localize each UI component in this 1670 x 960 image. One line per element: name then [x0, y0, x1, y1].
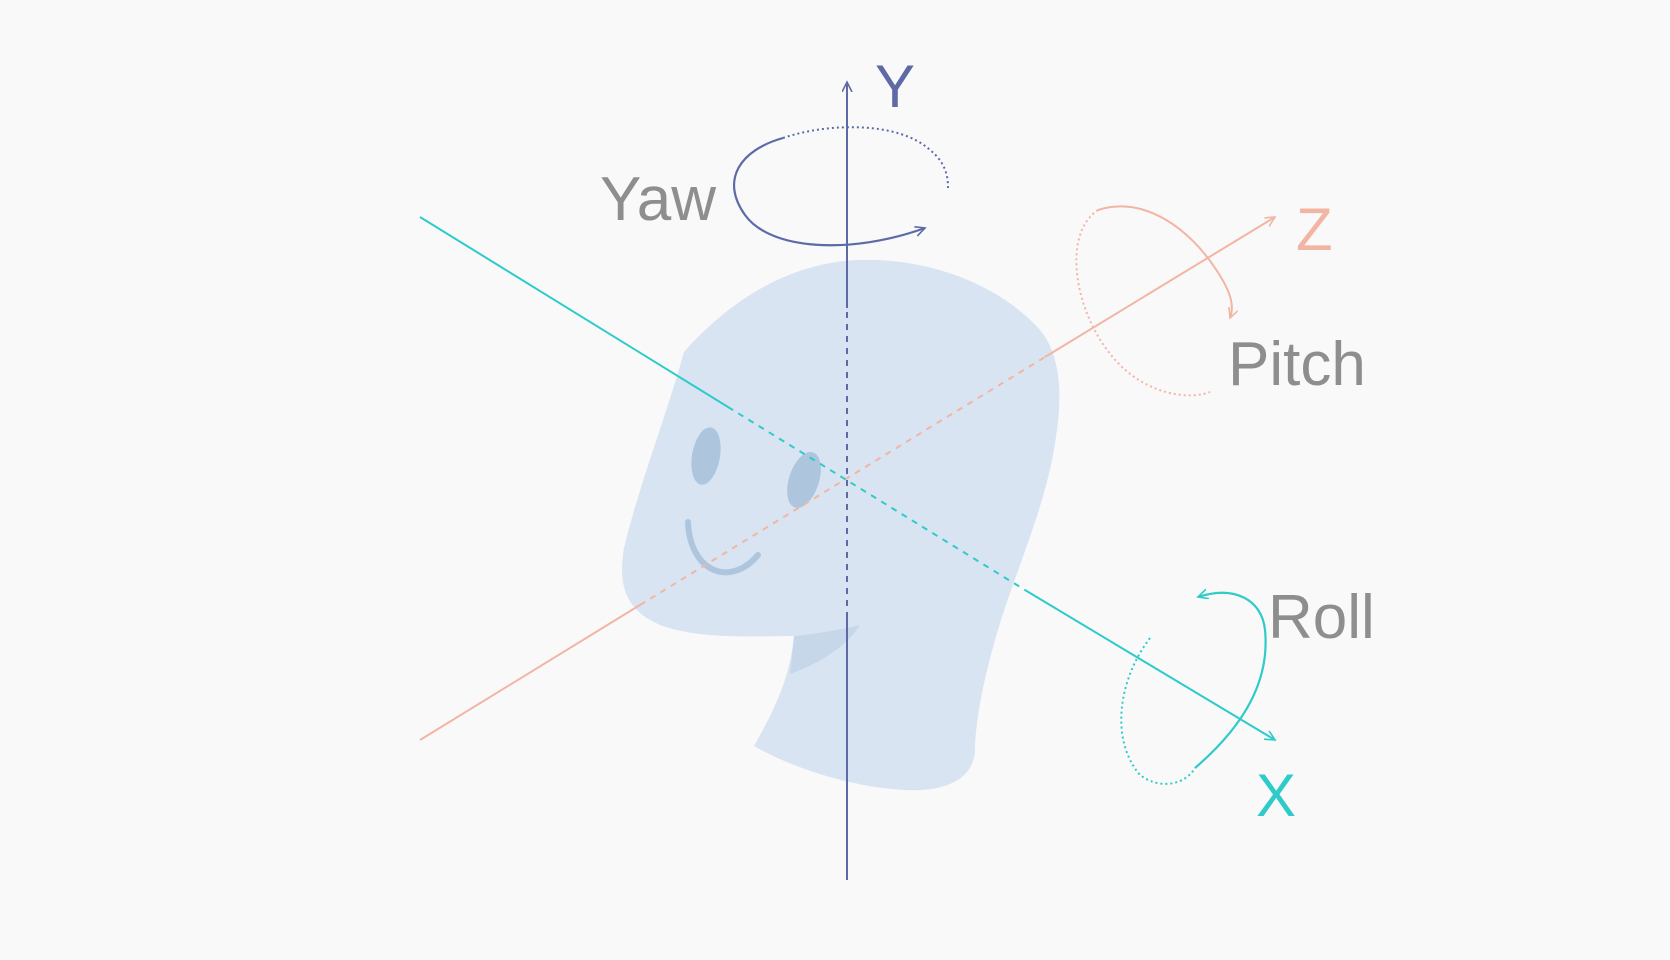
roll-label: Roll	[1268, 583, 1375, 652]
x-axis-front-line	[1024, 589, 1275, 740]
left-eye	[691, 427, 721, 485]
z-axis-back-line	[419, 604, 641, 741]
x-axis-hidden-line	[727, 406, 1026, 591]
yaw-rotation-arrow	[733, 126, 949, 247]
yaw-arrow-dotted	[782, 126, 949, 189]
pitch-arrow-solid	[1097, 205, 1232, 318]
z-axis	[419, 217, 1275, 741]
y-axis-label: Y	[875, 53, 915, 120]
mouth-curve	[685, 519, 761, 576]
x-axis-back-line	[419, 216, 729, 408]
pitch-rotation-arrow	[1075, 205, 1232, 397]
z-axis-front-line	[1044, 217, 1275, 358]
right-eye	[787, 452, 821, 508]
yaw-label: Yaw	[600, 165, 716, 234]
roll-rotation-arrow	[1120, 593, 1267, 785]
head-silhouette	[622, 259, 1060, 791]
roll-arrow-solid	[1194, 593, 1267, 769]
z-axis-label: Z	[1296, 196, 1333, 263]
pitch-label: Pitch	[1228, 330, 1366, 399]
yaw-arrow-solid	[733, 136, 925, 247]
roll-arrow-dotted	[1120, 637, 1196, 785]
human-head-profile-icon	[622, 259, 1060, 791]
pitch-arrow-dotted	[1075, 209, 1211, 397]
x-axis-label: X	[1256, 762, 1296, 829]
x-axis	[419, 216, 1275, 740]
jaw-shadow	[790, 625, 860, 674]
